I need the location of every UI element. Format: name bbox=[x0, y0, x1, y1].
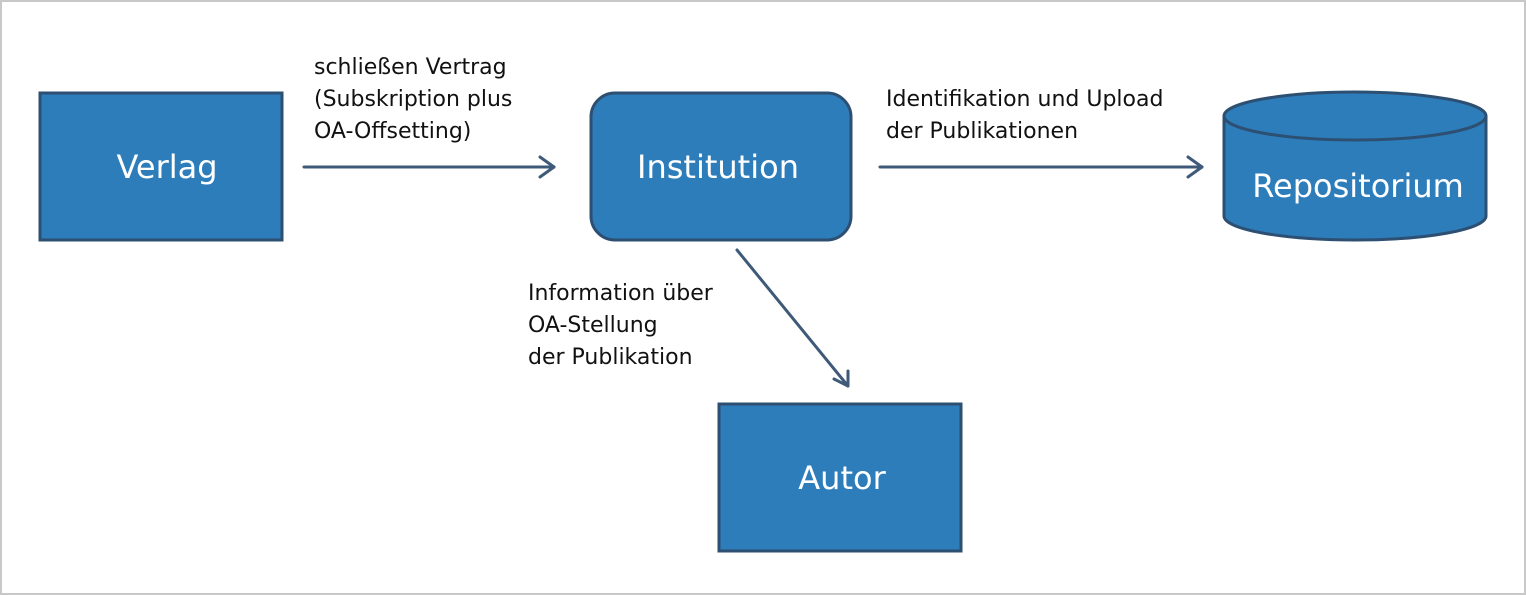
edge-label-line: der Publikation bbox=[528, 345, 693, 370]
node-autor-label: Autor bbox=[798, 459, 886, 497]
node-institution-label: Institution bbox=[637, 148, 799, 186]
node-institution-shape bbox=[589, 91, 853, 242]
node-repositorium: Repositorium bbox=[1222, 90, 1488, 242]
node-autor: Autor bbox=[717, 402, 963, 553]
node-autor-shape bbox=[717, 402, 963, 553]
edge-label-line: der Publikationen bbox=[886, 119, 1079, 144]
edge-institution-repositorium-arrowhead bbox=[1186, 155, 1204, 179]
edge-label-line: Identifikation und Upload bbox=[886, 87, 1164, 112]
edge-institution-autor-arrow bbox=[735, 248, 850, 388]
node-institution: Institution bbox=[589, 91, 853, 242]
edge-label-line: schließen Vertrag bbox=[314, 55, 507, 80]
edge-institution-autor-arrowhead bbox=[832, 369, 850, 388]
edge-label-line: Information über bbox=[528, 281, 713, 306]
edge-institution-autor-line bbox=[735, 248, 850, 388]
edge-label-institution-repositorium: Identifikation und Upload der Publikatio… bbox=[886, 84, 1163, 148]
node-repositorium-body bbox=[1222, 116, 1488, 242]
edge-label-verlag-institution: schließen Vertrag (Subskription plus OA-… bbox=[314, 52, 512, 148]
edge-verlag-institution-arrowhead bbox=[538, 155, 556, 179]
node-repositorium-label: Repositorium bbox=[1252, 167, 1464, 205]
edge-label-line: OA-Offsetting) bbox=[314, 119, 472, 144]
node-verlag-label: Verlag bbox=[116, 148, 217, 186]
edge-institution-repositorium-arrow bbox=[878, 155, 1204, 179]
edge-label-institution-autor: Information über OA-Stellung der Publika… bbox=[528, 278, 713, 374]
node-verlag-shape bbox=[38, 91, 284, 242]
node-repositorium-top bbox=[1222, 90, 1488, 142]
edge-label-line: OA-Stellung bbox=[528, 313, 658, 338]
node-verlag: Verlag bbox=[38, 91, 284, 242]
edge-label-line: (Subskription plus bbox=[314, 87, 513, 112]
edge-verlag-institution-arrow bbox=[302, 155, 556, 179]
